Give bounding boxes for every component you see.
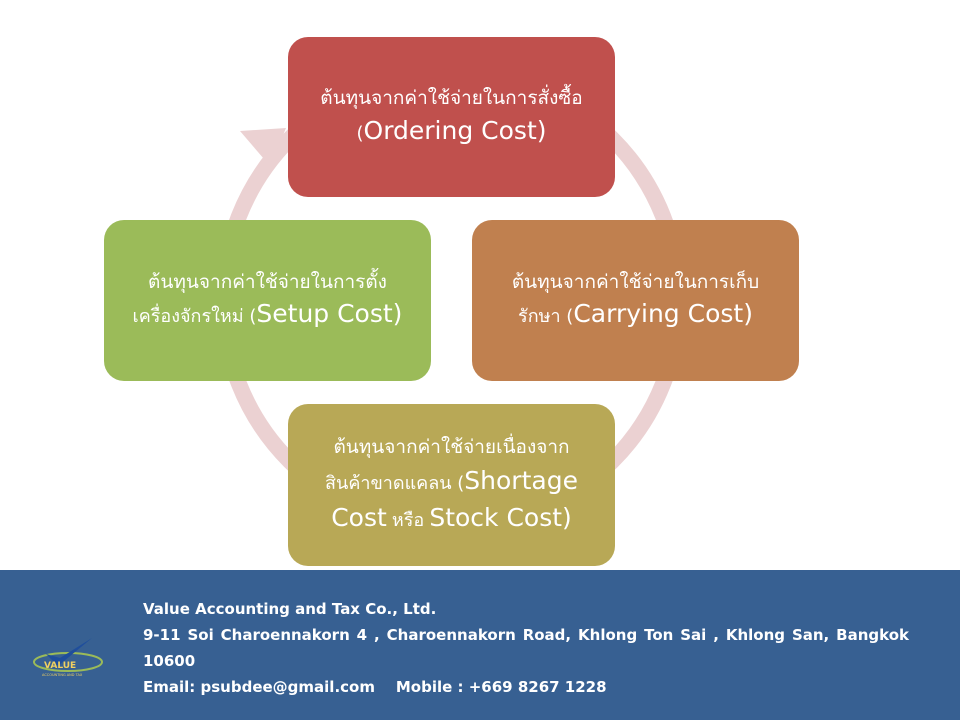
company-logo-text: VALUE bbox=[44, 661, 76, 671]
carrying-cost-box: ต้นทุนจากค่าใช้จ่ายในการเก็บ รักษา (Carr… bbox=[472, 220, 799, 381]
shortage-cost-thai-line1: ต้นทุนจากค่าใช้จ่ายเนื่องจาก bbox=[333, 436, 570, 459]
shortage-cost-english-part1: Shortage bbox=[464, 465, 578, 495]
company-name: Value Accounting and Tax Co., Ltd. bbox=[143, 600, 437, 618]
company-logo-subtext: ACCOUNTING AND TAX bbox=[42, 673, 83, 677]
shortage-cost-english-part2: Cost bbox=[331, 503, 387, 533]
setup-cost-box: ต้นทุนจากค่าใช้จ่ายในการตั้ง เครื่องจักร… bbox=[104, 220, 431, 381]
company-address-line2: 10600 bbox=[143, 652, 196, 670]
carrying-cost-line2: รักษา (Carrying Cost) bbox=[518, 296, 753, 332]
shortage-cost-box: ต้นทุนจากค่าใช้จ่ายเนื่องจาก สินค้าขาดแค… bbox=[288, 404, 615, 566]
ordering-cost-paren: ( bbox=[356, 122, 364, 144]
setup-cost-thai-line1: ต้นทุนจากค่าใช้จ่ายในการตั้ง bbox=[148, 270, 387, 293]
company-contact: Email: psubdee@gmail.com Mobile : +669 8… bbox=[143, 678, 607, 696]
cycle-arrow-head bbox=[240, 128, 286, 166]
shortage-cost-line2: สินค้าขาดแคลน (Shortage bbox=[325, 462, 578, 500]
shortage-cost-thai-or: หรือ bbox=[391, 510, 425, 532]
setup-cost-thai-line2: เครื่องจักรใหม่ ( bbox=[132, 306, 257, 328]
shortage-cost-line3: Cost หรือ Stock Cost) bbox=[331, 499, 572, 537]
shortage-cost-thai-line2: สินค้าขาดแคลน ( bbox=[325, 472, 465, 494]
setup-cost-english: Setup Cost) bbox=[256, 299, 403, 329]
carrying-cost-english: Carrying Cost) bbox=[573, 299, 753, 329]
carrying-cost-thai-line2: รักษา ( bbox=[518, 306, 574, 328]
ordering-cost-english-line: (Ordering Cost) bbox=[356, 113, 546, 149]
shortage-cost-english-part3: Stock Cost) bbox=[429, 503, 572, 533]
ordering-cost-english: Ordering Cost) bbox=[363, 115, 547, 145]
ordering-cost-thai: ต้นทุนจากค่าใช้จ่ายในการสั่งซื้อ bbox=[320, 87, 583, 110]
footer-bar: VALUE ACCOUNTING AND TAX Value Accountin… bbox=[0, 570, 960, 720]
ordering-cost-box: ต้นทุนจากค่าใช้จ่ายในการสั่งซื้อ (Orderi… bbox=[288, 37, 615, 197]
company-logo: VALUE ACCOUNTING AND TAX bbox=[33, 638, 103, 677]
setup-cost-line2: เครื่องจักรใหม่ (Setup Cost) bbox=[133, 296, 403, 332]
carrying-cost-thai-line1: ต้นทุนจากค่าใช้จ่ายในการเก็บ bbox=[511, 270, 760, 293]
footer-contact-block: Value Accounting and Tax Co., Ltd. 9-11 … bbox=[143, 596, 909, 700]
company-address-line1: 9-11 Soi Charoennakorn 4 , Charoennakorn… bbox=[143, 626, 909, 644]
